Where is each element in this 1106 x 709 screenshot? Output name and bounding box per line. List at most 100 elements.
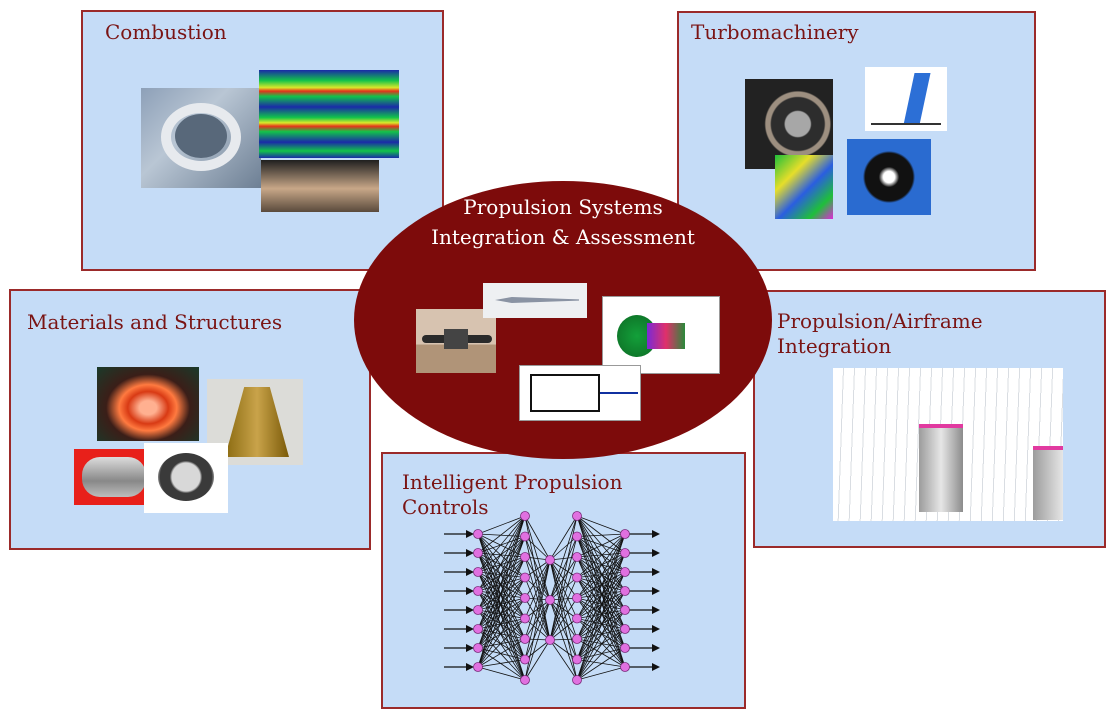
heated-disk-photo [97,367,199,441]
network-connection [576,618,626,668]
network-connection [549,639,578,660]
combustion-panel: Combustion [81,10,444,271]
network-connection [524,599,551,660]
network-connection [477,571,526,619]
network-connection [549,577,578,641]
network-connection [477,628,526,681]
network-connection [477,647,526,660]
network-connection [576,533,626,537]
network-connection [477,647,526,681]
network-connection [524,536,551,561]
network-connection [477,515,526,649]
network-connection [576,577,626,649]
network-connection [477,609,526,640]
network-connection [576,552,626,681]
network-node [572,675,582,685]
network-node [520,593,530,603]
network-connection [576,536,626,573]
network-connection [477,666,526,681]
network-connection [576,590,626,599]
network-connection [477,628,526,660]
network-node [520,654,530,665]
network-node [520,572,530,583]
network-connection [477,552,526,599]
input-arrow-head [466,549,474,557]
network-connection [576,556,626,630]
network-connection [477,571,526,578]
network-connection [549,515,578,561]
airliner-photo [416,309,496,373]
network-connection [524,639,551,660]
network-connection [477,556,526,573]
network-connection [576,533,626,558]
network-connection [477,552,526,660]
network-connection [576,571,626,599]
output-arrow-head [652,625,660,633]
network-node [620,605,630,615]
network-connection [576,533,626,681]
network-connection [576,536,626,554]
network-connection [576,515,626,535]
network-connection [576,638,626,668]
network-node [572,613,582,624]
network-node [620,643,630,653]
network-node [473,605,483,615]
network-connection [576,597,626,649]
network-connection [477,618,526,630]
network-connection [576,577,626,630]
network-connection [524,559,551,660]
network-connection [576,577,626,611]
network-connection [576,515,626,630]
network-connection [477,533,526,640]
network-node [473,586,483,596]
network-connection [576,533,626,660]
network-connection [477,533,526,537]
engine-cutaway-image [602,296,720,374]
network-node [473,548,483,558]
turbine-disk-photo [745,79,833,169]
network-node [545,635,555,645]
output-arrow-head [652,549,660,557]
materials-panel: Materials and Structures [9,289,371,550]
network-connection [549,536,578,561]
network-node [520,613,530,624]
network-node [545,595,555,605]
network-connection [549,599,578,681]
blade-drawing [865,67,947,131]
network-connection [477,552,526,578]
network-connection [576,628,626,681]
network-connection [477,638,526,649]
input-arrow-head [466,663,474,671]
network-connection [576,533,626,599]
network-connection [524,599,551,681]
network-node [520,511,530,521]
network-connection [576,536,626,630]
network-connection [549,536,578,641]
network-node [473,529,483,539]
network-connection [576,556,626,611]
network-connection [477,515,526,611]
network-connection [576,609,626,640]
network-connection [524,559,551,619]
network-connection [477,515,526,573]
network-node [520,531,530,542]
network-connection [477,515,526,592]
airframe-title: Propulsion/Airframe Integration [777,309,983,358]
network-connection [576,647,626,660]
network-connection [524,559,551,640]
network-node [572,552,582,562]
input-arrow-head [466,606,474,614]
network-connection [477,515,526,668]
network-connection [477,590,526,599]
network-connection [477,638,526,668]
turbomachinery-title: Turbomachinery [691,20,859,44]
engine-schematic [519,365,641,421]
network-connection [477,536,526,554]
network-connection [477,533,526,558]
network-node [572,511,582,521]
network-connection [576,618,626,630]
combustion-title: Combustion [105,20,227,44]
network-connection [576,571,626,578]
metal-ring-photo [144,443,228,513]
network-connection [477,628,526,640]
